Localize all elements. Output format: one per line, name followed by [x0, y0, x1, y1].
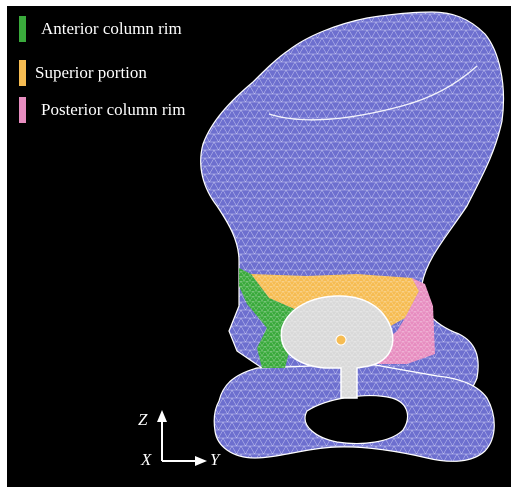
y-axis-label: Y	[210, 450, 219, 470]
figure-canvas: Z X Y Anterior column rim Superior porti…	[7, 6, 511, 487]
legend-swatch-posterior	[19, 97, 26, 123]
legend-label-anterior: Anterior column rim	[41, 19, 182, 39]
z-axis-label: Z	[138, 410, 147, 430]
legend-label-superior: Superior portion	[35, 63, 147, 83]
legend-swatch-anterior	[19, 16, 26, 42]
legend-label-posterior: Posterior column rim	[41, 100, 185, 120]
legend-swatch-superior	[19, 60, 26, 86]
coordinate-axes	[157, 410, 207, 466]
implant-center	[336, 335, 346, 345]
x-axis-label: X	[141, 450, 151, 470]
